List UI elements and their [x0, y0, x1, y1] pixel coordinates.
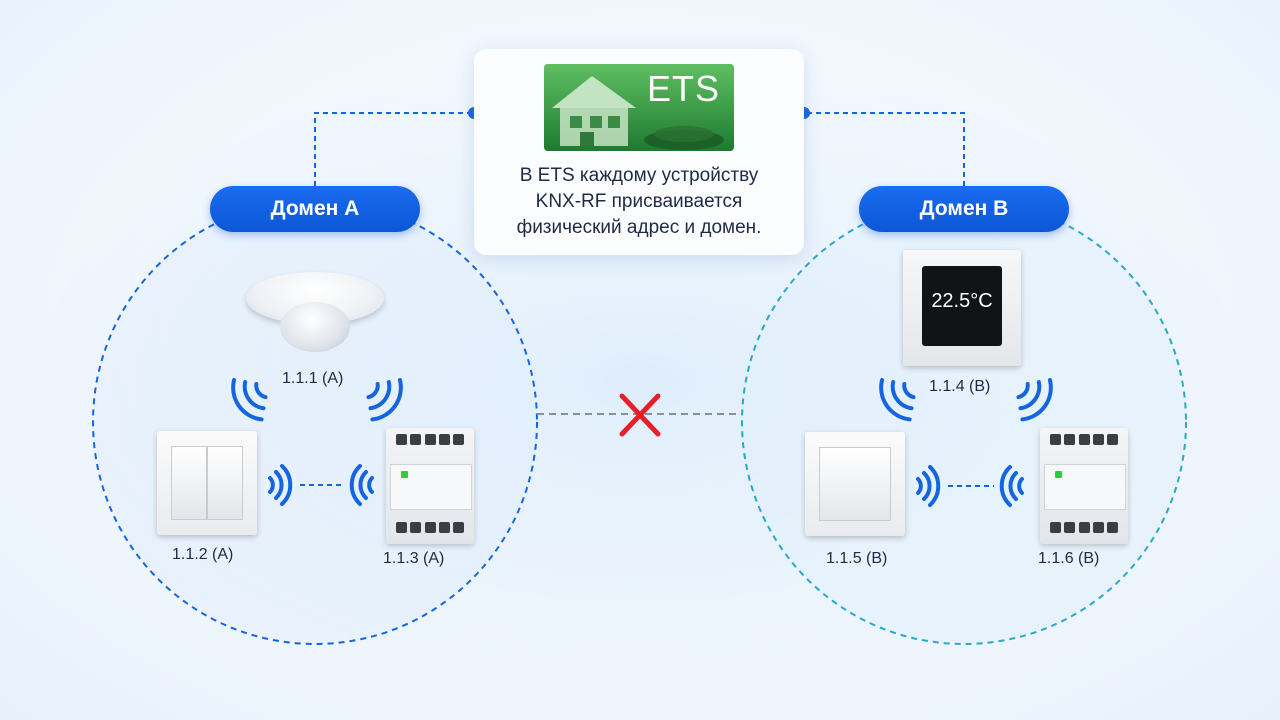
ets-info-card: ETS В ETS каждому устройству KNX-RF прис…	[474, 49, 804, 255]
device-label: 1.1.4 (B)	[929, 378, 991, 395]
motion-sensor-device	[246, 262, 384, 354]
wireless-wave-icon	[879, 378, 916, 422]
wall-switch-device	[805, 432, 905, 536]
ets-link-a	[314, 112, 474, 186]
ets-description-line: физический адрес и домен.	[516, 217, 762, 238]
wireless-wave-icon	[1016, 378, 1053, 422]
domain-a-badge: Домен A	[210, 186, 420, 232]
device-label: 1.1.6 (B)	[1038, 550, 1100, 567]
wireless-wave-icon	[231, 378, 268, 422]
ets-logo: ETS	[544, 64, 734, 151]
wall-switch-device	[157, 431, 257, 535]
din-actuator-device	[1040, 428, 1128, 544]
device-label: 1.1.2 (A)	[172, 546, 234, 563]
wireless-wave-icon	[268, 464, 293, 506]
device-label: 1.1.1 (A)	[282, 370, 344, 387]
wireless-wave-icon	[999, 465, 1024, 507]
ets-description-line: В ETS каждому устройству	[519, 165, 759, 186]
wireless-wave-icon	[916, 465, 941, 507]
house-icon	[544, 64, 734, 151]
wireless-wave-icon	[366, 378, 403, 422]
ets-link-b	[804, 112, 965, 186]
ets-description-line: KNX-RF присваивается	[535, 191, 743, 212]
device-label: 1.1.5 (B)	[826, 550, 888, 567]
ets-description: В ETS каждому устройству KNX-RF присваив…	[474, 163, 804, 241]
ets-logo-text: ETS	[646, 68, 720, 109]
thermostat-device: 22.5°C	[903, 250, 1021, 366]
device-label: 1.1.3 (A)	[383, 550, 445, 567]
red-cross-icon	[619, 393, 661, 437]
thermostat-display: 22.5°C	[931, 290, 993, 312]
din-actuator-device	[386, 428, 474, 544]
domain-b-badge: Домен B	[859, 186, 1069, 232]
wireless-wave-icon	[349, 464, 374, 506]
